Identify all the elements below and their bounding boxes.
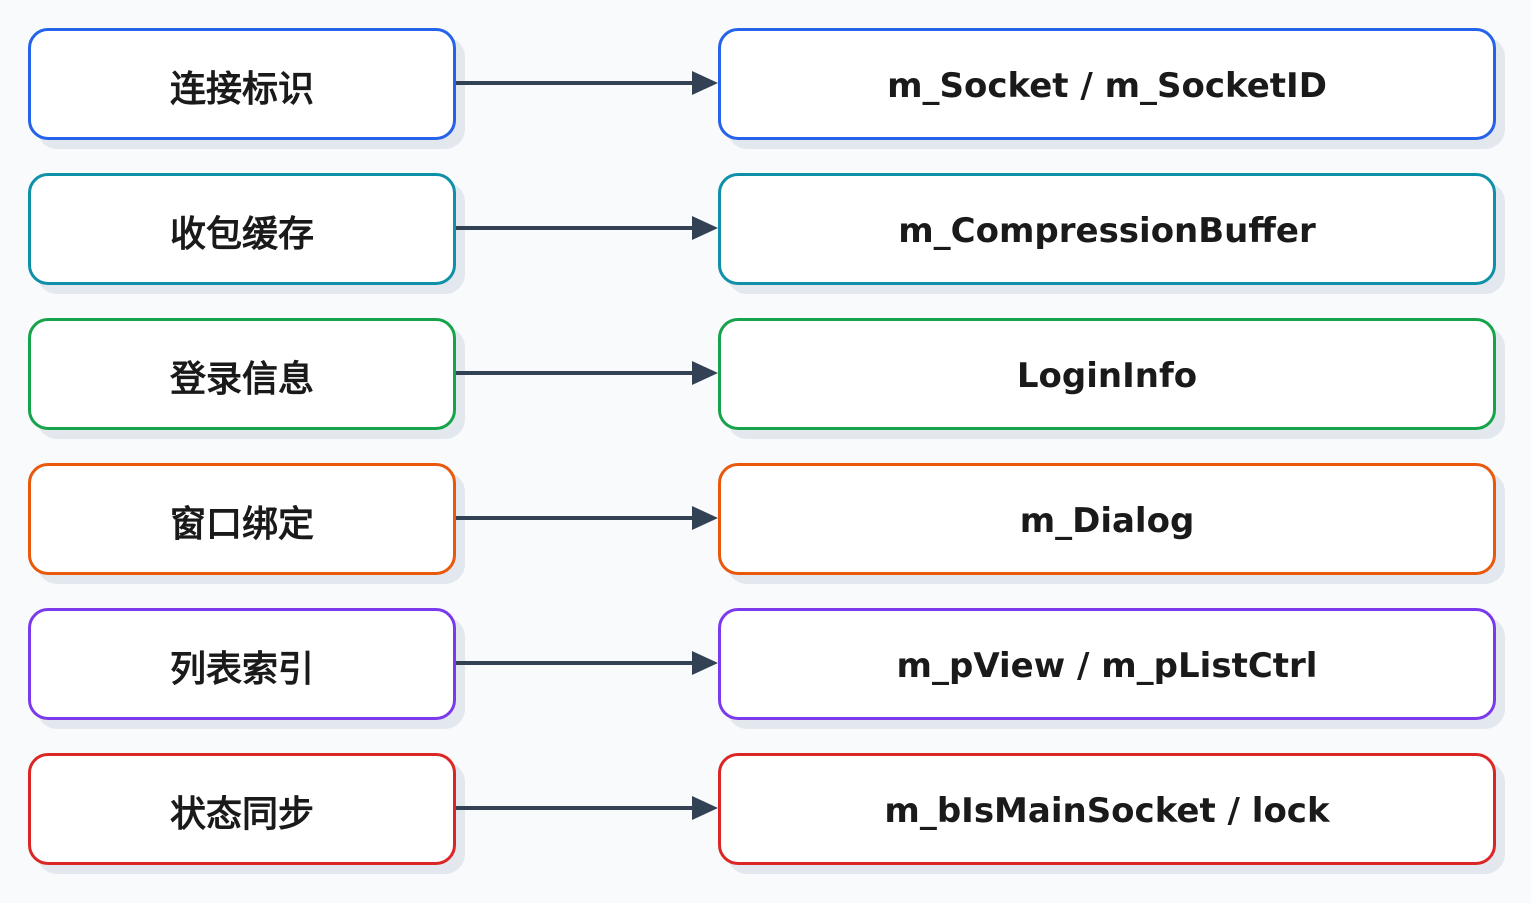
mapping-row-list-index: 列表索引 m_pView / m_pListCtrl xyxy=(0,608,1531,720)
field-box: m_pView / m_pListCtrl xyxy=(718,608,1496,720)
field-box: m_Dialog xyxy=(718,463,1496,575)
concept-box: 窗口绑定 xyxy=(28,463,456,575)
concept-box: 登录信息 xyxy=(28,318,456,430)
field-label: LoginInfo xyxy=(1016,356,1198,396)
field-label: m_pView / m_pListCtrl xyxy=(896,646,1318,686)
concept-box: 列表索引 xyxy=(28,608,456,720)
field-label: m_CompressionBuffer xyxy=(898,211,1316,251)
concept-label: 状态同步 xyxy=(169,794,314,835)
arrow-right-icon xyxy=(456,796,718,820)
field-box: m_bIsMainSocket / lock xyxy=(718,753,1496,865)
arrow-right-icon xyxy=(456,651,718,675)
field-box: LoginInfo xyxy=(718,318,1496,430)
mapping-row-login-info: 登录信息 LoginInfo xyxy=(0,318,1531,430)
concept-label: 列表索引 xyxy=(169,649,314,690)
arrow-right-icon xyxy=(456,361,718,385)
mapping-row-connection-id: 连接标识 m_Socket / m_SocketID xyxy=(0,28,1531,140)
field-box: m_Socket / m_SocketID xyxy=(718,28,1496,140)
concept-box: 连接标识 xyxy=(28,28,456,140)
concept-label: 收包缓存 xyxy=(169,214,314,255)
mapping-row-receive-buffer: 收包缓存 m_CompressionBuffer xyxy=(0,173,1531,285)
field-label: m_Socket / m_SocketID xyxy=(887,66,1327,106)
concept-label: 连接标识 xyxy=(169,69,314,110)
concept-label: 登录信息 xyxy=(169,359,314,400)
field-label: m_Dialog xyxy=(1019,501,1195,541)
concept-box: 状态同步 xyxy=(28,753,456,865)
arrow-right-icon xyxy=(456,506,718,530)
arrow-right-icon xyxy=(456,216,718,240)
concept-box: 收包缓存 xyxy=(28,173,456,285)
field-label: m_bIsMainSocket / lock xyxy=(884,791,1330,831)
field-box: m_CompressionBuffer xyxy=(718,173,1496,285)
mapping-row-state-sync: 状态同步 m_bIsMainSocket / lock xyxy=(0,753,1531,865)
mapping-row-window-binding: 窗口绑定 m_Dialog xyxy=(0,463,1531,575)
concept-label: 窗口绑定 xyxy=(169,504,314,545)
arrow-right-icon xyxy=(456,71,718,95)
